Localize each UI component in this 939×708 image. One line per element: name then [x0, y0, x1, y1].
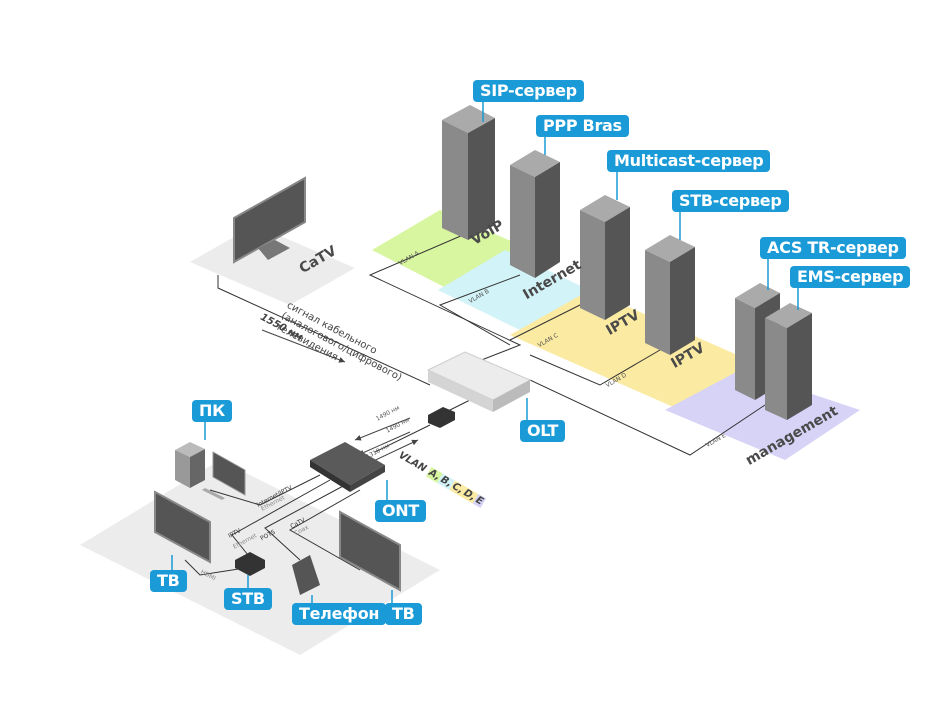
ont-icon — [310, 442, 385, 492]
cable-stb-tv1 — [184, 559, 246, 576]
catv-tv-icon — [233, 176, 306, 264]
ppp-bras-label: PPP Bras — [536, 115, 629, 137]
cable-ont-tv2 — [288, 489, 361, 571]
tv1-icon — [154, 490, 211, 564]
cable-ont-stb — [231, 479, 331, 556]
management-zone — [665, 370, 860, 460]
cable-vlan-d — [529, 349, 661, 386]
stb-server-label: STB-сервер — [672, 190, 789, 212]
server-stb-icon — [645, 235, 695, 355]
phone-icon — [292, 555, 320, 595]
ems-server-label: EMS-сервер — [790, 266, 911, 288]
pc-label: ПК — [192, 400, 232, 422]
pc-icon — [175, 442, 246, 500]
tv1-label: ТВ — [150, 570, 187, 592]
server-sip-icon — [442, 105, 495, 240]
cable-splitter-ont — [374, 424, 431, 453]
cable-ont-phone — [264, 484, 346, 561]
arrow-1490a — [354, 417, 411, 441]
stb-icon — [235, 552, 265, 576]
iptv-zone — [510, 290, 760, 410]
phone-label: Телефон — [292, 603, 387, 625]
acs-server-label: ACS TR-сервер — [760, 237, 906, 259]
splitter-icon — [428, 407, 455, 428]
stb-label: STB — [224, 588, 272, 610]
cable-vlan-e — [529, 379, 766, 456]
cable-catv — [217, 275, 431, 386]
cable-vlan-b — [438, 274, 521, 346]
server-ppp-icon — [510, 150, 560, 278]
multicast-server-label: Multicast-сервер — [607, 150, 771, 172]
server-ems-icon — [765, 303, 812, 420]
tv2-icon — [339, 510, 401, 592]
cable-vlan-c — [509, 299, 591, 341]
cable-ont-pc — [209, 474, 321, 506]
catv-zone — [190, 225, 355, 305]
sip-server-label: SIP-сервер — [473, 80, 584, 102]
tv2-label: ТВ — [385, 603, 422, 625]
arrow-1550 — [261, 329, 346, 363]
olt-icon — [426, 351, 532, 412]
olt-label: OLT — [520, 420, 566, 442]
server-multicast-icon — [580, 195, 630, 320]
arrow-1490b — [357, 431, 411, 456]
ont-label: ONT — [375, 500, 427, 522]
